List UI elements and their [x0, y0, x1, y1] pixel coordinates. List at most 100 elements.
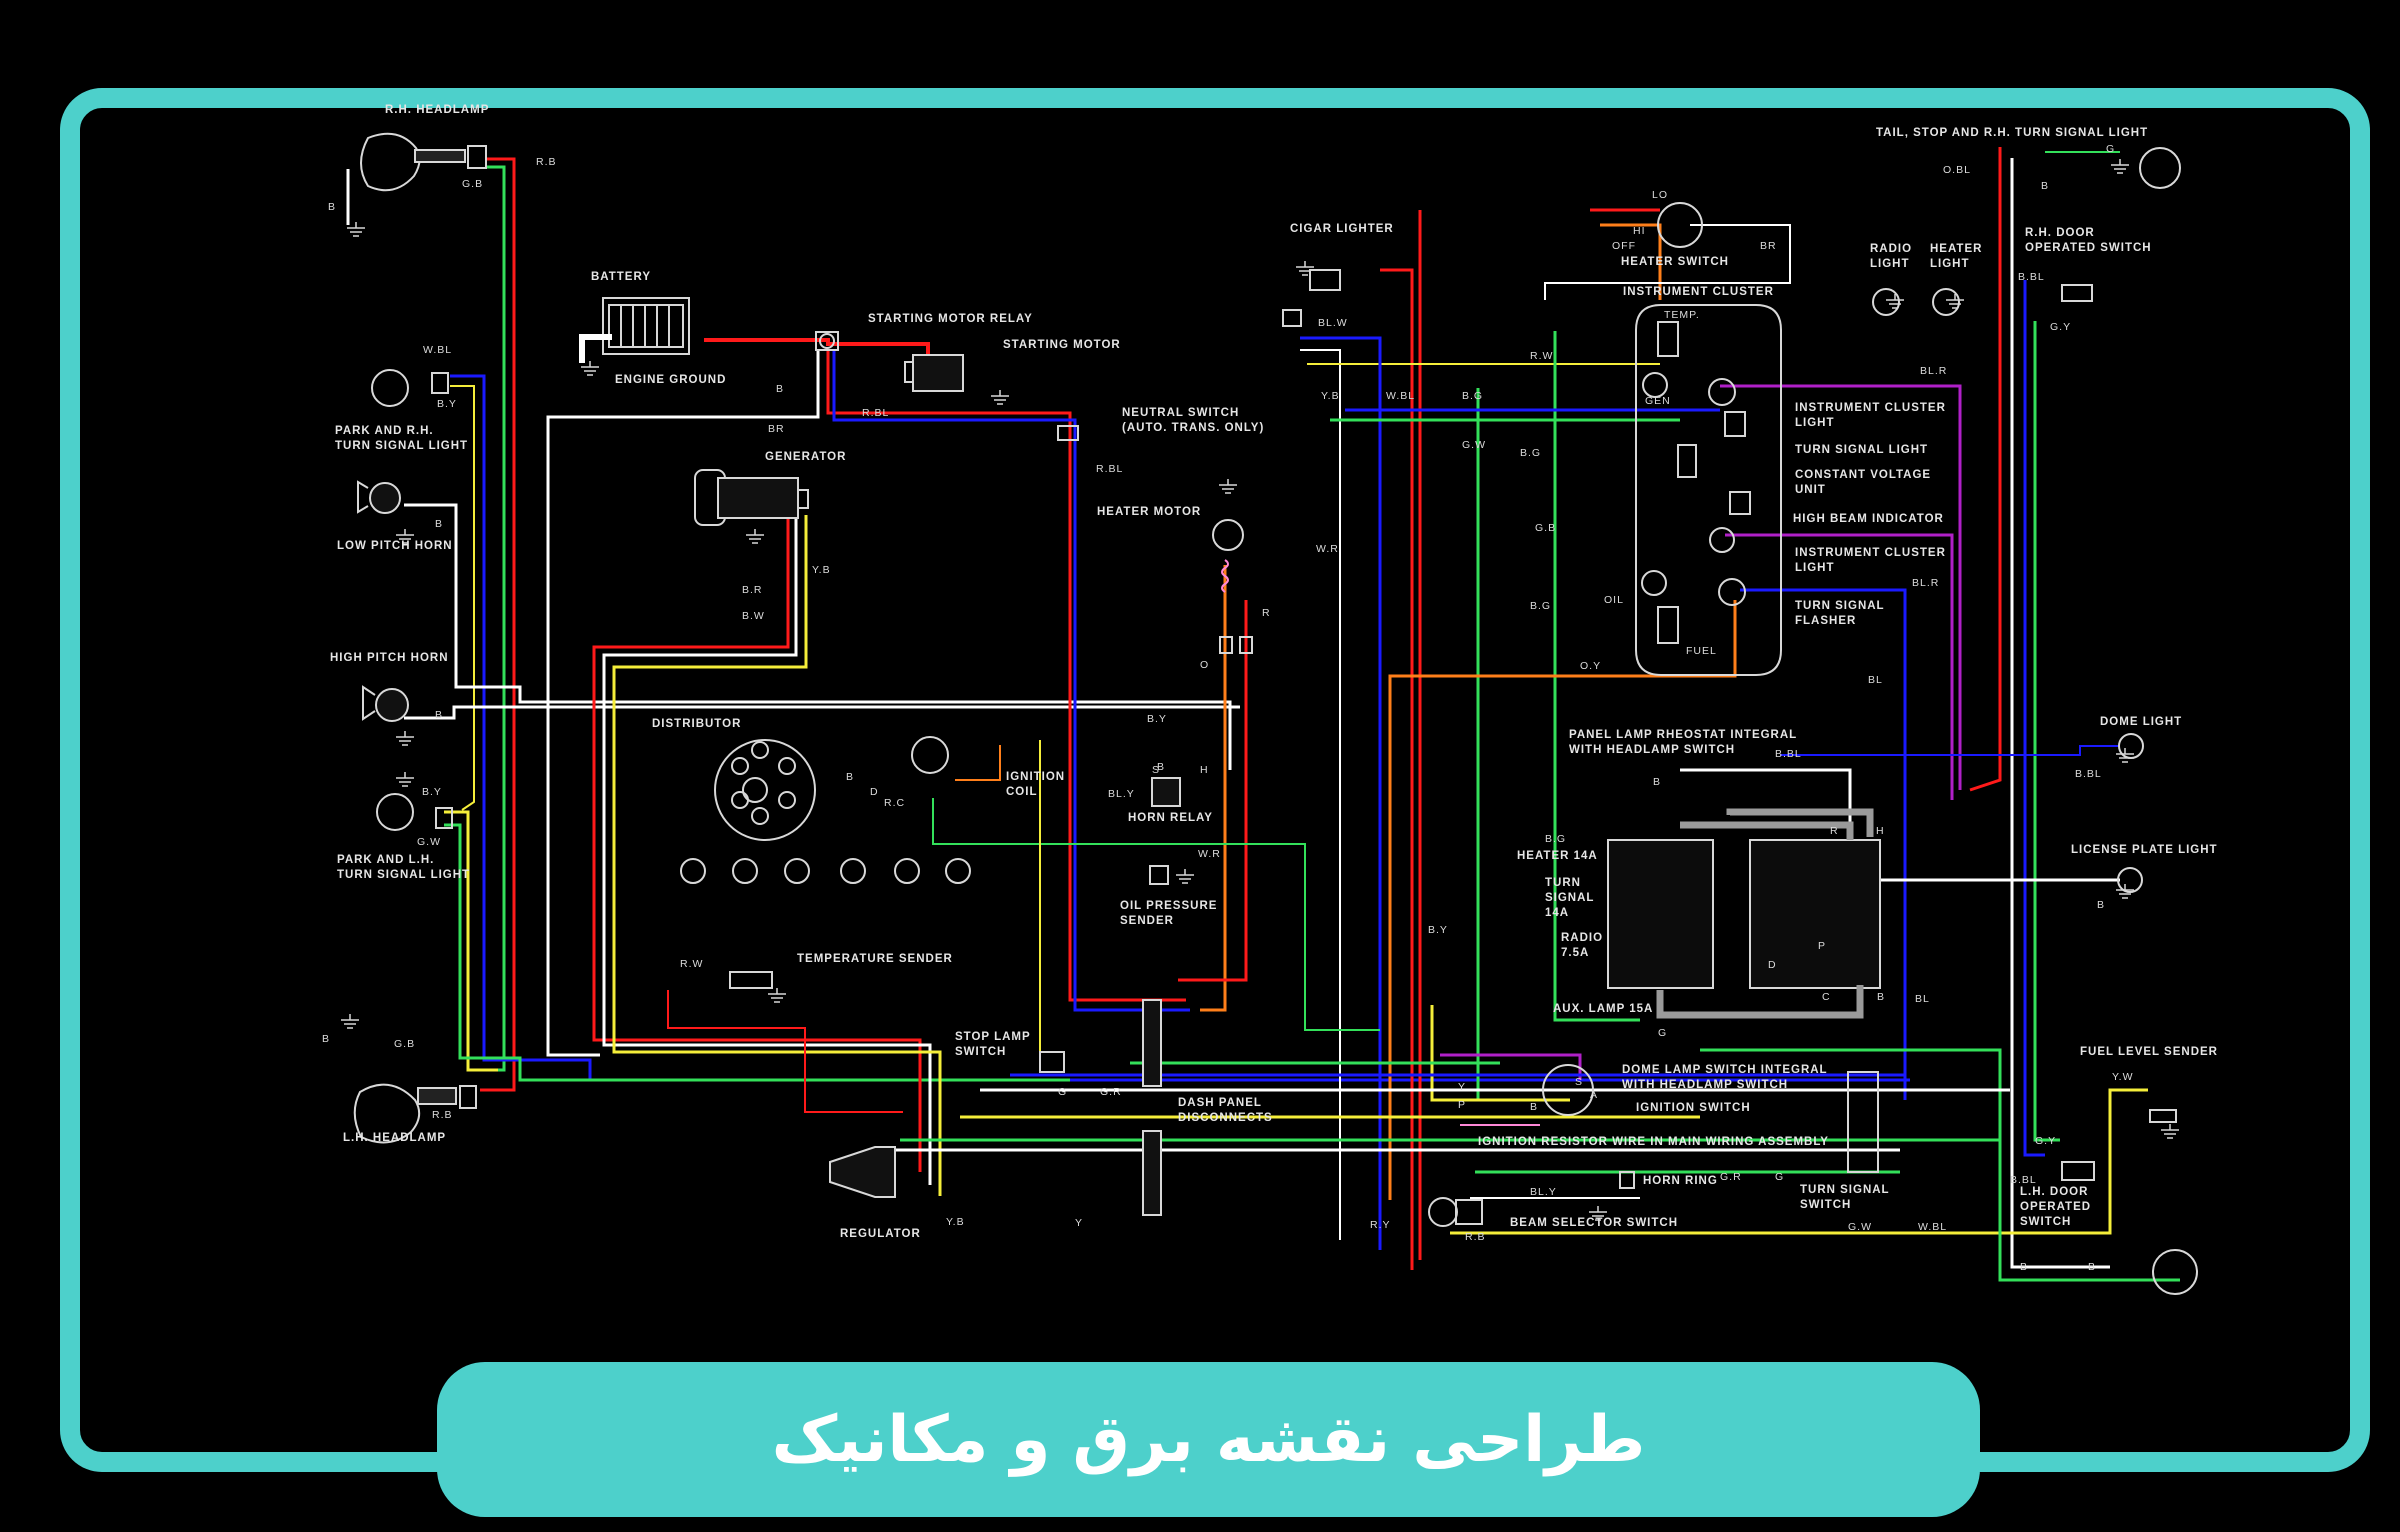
fuse-turn-label: SIGNAL	[1545, 892, 1594, 904]
wire-green	[1700, 1048, 2180, 1282]
wire-code-label: B.G	[1545, 833, 1566, 845]
engine-ground-strap-icon	[579, 334, 612, 363]
wire-code-label: B	[2088, 1261, 2096, 1273]
wire-yellow	[444, 810, 498, 1072]
turn-signal-light-label: TURN SIGNAL LIGHT	[1795, 444, 1928, 456]
ground-icon	[746, 529, 764, 544]
dash-panel-disconnect-icon	[1142, 999, 1162, 1216]
park-rh-turn-signal-icon	[371, 369, 449, 407]
wire-code-label: BL.Y	[1530, 1186, 1557, 1198]
radio-light-label: LIGHT	[1870, 258, 1910, 270]
wire-white	[404, 705, 1240, 720]
stop-lamp-switch-icon	[1039, 1051, 1065, 1073]
regulator-label: REGULATOR	[840, 1228, 921, 1240]
starting-motor-icon	[904, 354, 964, 392]
neutral-switch-label: NEUTRAL SWITCH	[1122, 407, 1239, 419]
fuse-radio-label: RADIO	[1561, 932, 1603, 944]
wire-orange	[1388, 600, 1737, 1200]
headlamp-switch-block-icon	[1607, 808, 1881, 1019]
ground-symbols	[341, 159, 2179, 1221]
low-pitch-horn-label: LOW PITCH HORN	[337, 540, 453, 552]
wire-code-label: R.BL	[862, 407, 889, 419]
instrument-cluster-label: INSTRUMENT CLUSTER	[1623, 286, 1774, 298]
wire-code-label: S	[1575, 1076, 1583, 1088]
ignition-coil-icon	[911, 736, 949, 774]
stop-lamp-switch-label: STOP LAMP	[955, 1031, 1031, 1043]
heater-motor-label: HEATER MOTOR	[1097, 506, 1201, 518]
wire-code-label: D	[870, 786, 879, 798]
fuel-level-sender-label: FUEL LEVEL SENDER	[2080, 1046, 2218, 1058]
battery-icon	[602, 297, 690, 355]
wire-red	[1178, 600, 1248, 982]
wire-code-label: G.W	[417, 836, 441, 848]
lh-door-switch-label: SWITCH	[2020, 1216, 2071, 1228]
wire-green	[1553, 331, 1640, 1022]
wire-code-label: B.Y	[1428, 924, 1448, 936]
wire-red	[1380, 268, 1414, 1270]
wire-code-label: B.Y	[422, 786, 442, 798]
rh-door-switch-label: R.H. DOOR	[2025, 227, 2095, 239]
battery-label: BATTERY	[591, 271, 651, 283]
wire-code-label: H	[1876, 825, 1885, 837]
regulator-icon	[829, 1146, 896, 1198]
wire-white	[2010, 158, 2110, 1269]
wire-code-label: R.B	[432, 1109, 453, 1121]
wire-green	[444, 823, 1070, 1082]
oil-pressure-sender-label: OIL PRESSURE	[1120, 900, 1217, 912]
constant-voltage-unit-label: CONSTANT VOLTAGE	[1795, 469, 1931, 481]
wire-orange	[1600, 223, 1662, 300]
starting-motor-label: STARTING MOTOR	[1003, 339, 1121, 351]
wire-code-label: R.Y	[1370, 1219, 1391, 1231]
component-shapes	[353, 132, 2198, 1295]
wire-white	[1544, 224, 1791, 300]
wire-code-label: Y.W	[2112, 1071, 2133, 1083]
turn-signal-switch-label: TURN SIGNAL	[1800, 1184, 1890, 1196]
wire-code-label: P	[1458, 1099, 1466, 1111]
wire-code-label: W.R	[1316, 543, 1339, 555]
wire-code-label: B.Y	[1147, 713, 1167, 725]
wire-code-label: BL.R	[1912, 577, 1939, 589]
oil-pressure-sender-label: SENDER	[1120, 915, 1174, 927]
temperature-sender-label: TEMPERATURE SENDER	[797, 953, 953, 965]
ignition-coil-label: COIL	[1006, 786, 1037, 798]
beam-selector-switch-label: BEAM SELECTOR SWITCH	[1510, 1217, 1678, 1229]
rh-door-switch-icon	[2061, 284, 2093, 302]
wire-layer	[346, 147, 2180, 1282]
license-plate-light-label: LICENSE PLATE LIGHT	[2071, 844, 2218, 856]
wire-purple	[1725, 533, 1954, 800]
wire-code-label: LO	[1652, 189, 1668, 201]
turn-signal-switch-label: SWITCH	[1800, 1199, 1851, 1211]
ground-icon	[2116, 884, 2134, 899]
ground-icon	[396, 772, 414, 787]
wire-code-label: BL.W	[1318, 317, 1348, 329]
wire-code-label: OIL	[1604, 594, 1624, 606]
wire-code-label: B.G	[1520, 447, 1541, 459]
horn-ring-icon	[1619, 1171, 1635, 1189]
wire-code-label: G.W	[1462, 439, 1486, 451]
wire-code-label: GEN	[1645, 395, 1671, 407]
ic-light-1-label: LIGHT	[1795, 417, 1835, 429]
wire-code-label: B	[322, 1033, 330, 1045]
license-plate-light-icon	[2117, 867, 2143, 893]
wire-code-label: P	[1818, 940, 1826, 952]
cigar-lighter-label: CIGAR LIGHTER	[1290, 223, 1394, 235]
fuse-turn-label: TURN	[1545, 877, 1581, 889]
wire-code-label: W.BL	[1386, 390, 1415, 402]
wire-code-label: TEMP.	[1664, 309, 1700, 321]
dome-lamp-switch-label: DOME LAMP SWITCH INTEGRAL	[1622, 1064, 1828, 1076]
wire-purple	[1440, 1053, 1582, 1080]
ground-icon	[1589, 1206, 1607, 1221]
wire-blue	[1780, 745, 2120, 756]
wire-code-label: R.BL	[1096, 463, 1123, 475]
panel-lamp-rheostat-label: WITH HEADLAMP SWITCH	[1569, 744, 1735, 756]
wire-code-label: BL	[1915, 993, 1930, 1005]
instrument-cluster-icon	[1635, 304, 1782, 676]
wire-code-label: O.Y	[1580, 660, 1601, 672]
wire-code-label: B	[435, 709, 443, 721]
rh-headlamp-icon	[360, 132, 487, 192]
turn-signal-switch-icon	[1847, 1071, 1879, 1173]
dome-light-label: DOME LIGHT	[2100, 716, 2182, 728]
wire-code-label: R.W	[1530, 350, 1553, 362]
